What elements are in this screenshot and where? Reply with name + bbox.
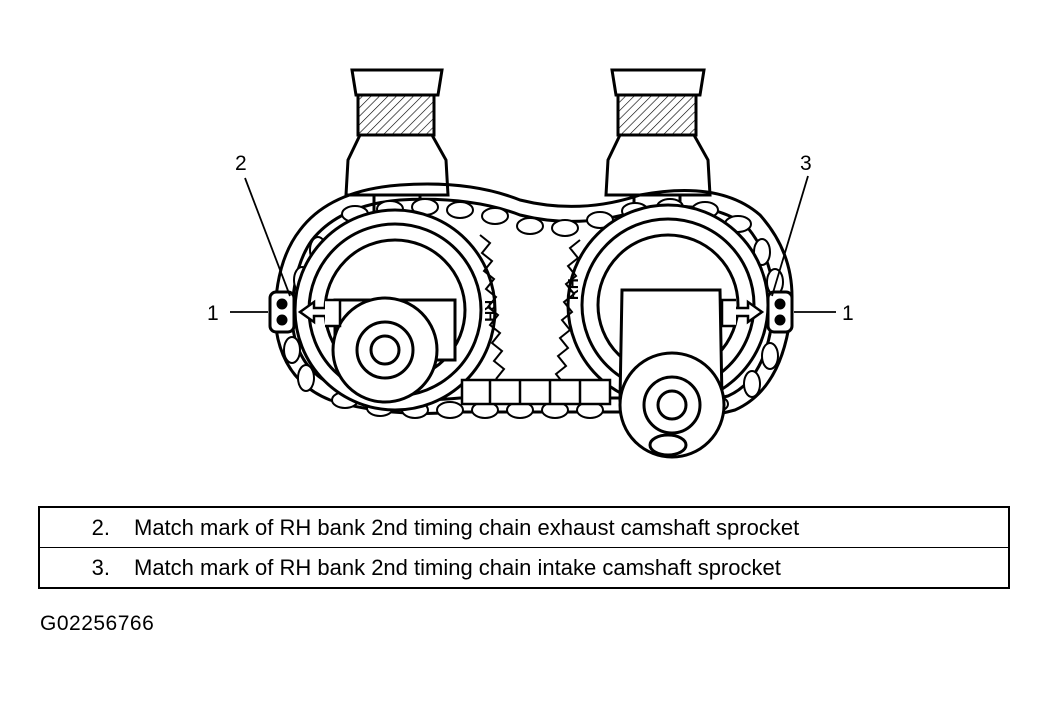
legend-row: 3. Match mark of RH bank 2nd timing chai… bbox=[39, 548, 1009, 589]
callout-1-left: 1 bbox=[207, 302, 219, 325]
callout-3: 3 bbox=[800, 152, 812, 175]
callout-2: 2 bbox=[235, 152, 247, 175]
exhaust-camshaft-end bbox=[331, 296, 457, 404]
legend-text: Match mark of RH bank 2nd timing chain i… bbox=[134, 554, 781, 580]
legend-number: 3. bbox=[91, 554, 110, 580]
left-chain-match-mark bbox=[268, 290, 296, 334]
leader-lines bbox=[230, 175, 836, 313]
exhaust-sprocket-rh-mark: RH bbox=[481, 300, 498, 322]
legend-number: 2. bbox=[39, 507, 128, 548]
right-sprocket-match-arrow bbox=[720, 298, 765, 328]
left-sprocket-match-arrow bbox=[297, 298, 342, 328]
timing-chain-diagram: RH RH 1 1 2 3 bbox=[207, 68, 854, 459]
legend-text: Match mark of RH bank 2nd timing chain e… bbox=[128, 507, 1009, 548]
callout-1-right: 1 bbox=[842, 302, 854, 325]
legend-row: 2. Match mark of RH bank 2nd timing chai… bbox=[39, 507, 1009, 548]
legend-table: 2. Match mark of RH bank 2nd timing chai… bbox=[38, 506, 1010, 589]
right-chain-match-mark bbox=[766, 290, 794, 334]
intake-sprocket-rh-mark: RH bbox=[565, 278, 582, 300]
intake-camshaft-end bbox=[618, 288, 726, 459]
chain-guide bbox=[460, 378, 612, 406]
figure-code: G02256766 bbox=[40, 612, 155, 635]
